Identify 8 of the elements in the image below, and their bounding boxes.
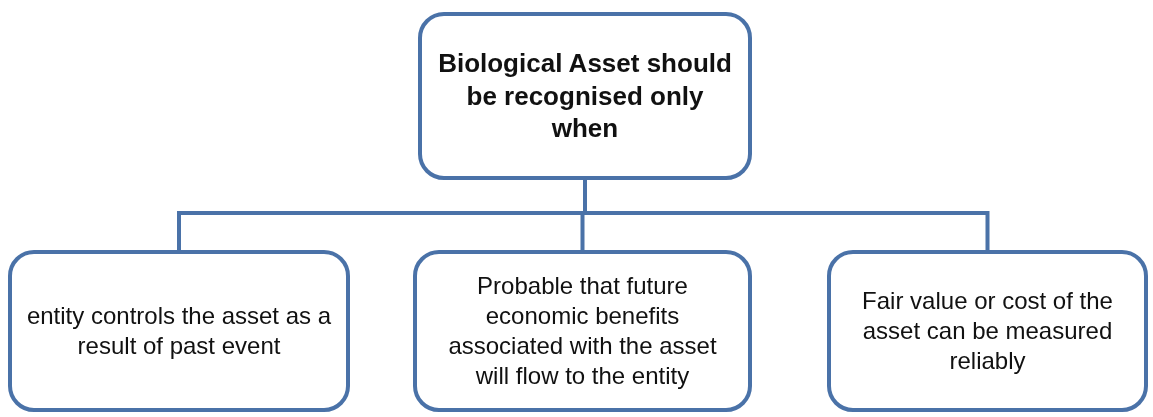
condition-text: Probable that future economic benefits associated with the asset will flow to the entity xyxy=(447,271,718,391)
rounded-box xyxy=(413,250,752,412)
heading-text: Biological Asset should be recognised only when xyxy=(437,47,733,145)
rounded-box xyxy=(418,12,752,180)
rounded-box xyxy=(8,250,350,412)
condition-text: entity controls the asset as a result of past event xyxy=(26,301,332,361)
condition-text: Fair value or cost of the asset can be measured reliably xyxy=(861,286,1114,376)
rounded-box xyxy=(827,250,1148,412)
